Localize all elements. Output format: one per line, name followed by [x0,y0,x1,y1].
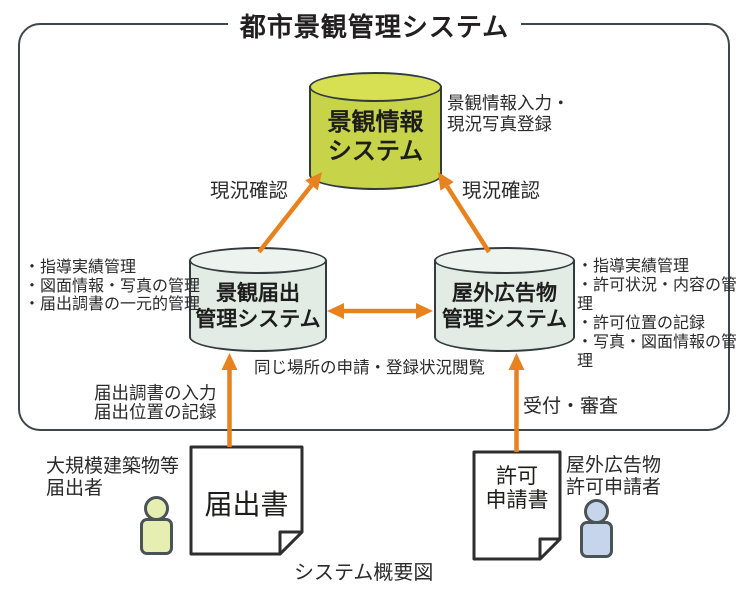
applicant-person-icon [576,499,616,558]
notification-system-features: ・指導実績管理 ・図面情報・写真の管理 ・届出調書の一元的管理 [24,257,201,314]
diagram-title-text: 都市景観管理システム [227,7,522,44]
landscape-info-system-label: 景観情報 システム [327,108,424,165]
status-check-label-right: 現況確認 [462,179,541,202]
cylinder-top [434,247,575,274]
status-check-label-left: 現況確認 [210,179,289,202]
diagram-title: 都市景観管理システム [0,7,749,44]
document-shape [189,445,304,556]
person-body [579,521,613,558]
cylinder-body [309,86,442,190]
reception-review-label: 受付・審査 [523,395,619,417]
feature-item: ・指導実績管理 [24,257,137,276]
permit-application-document: 許可 申請書 [472,450,562,561]
notifier-label: 大規模建築物等 届出者 [46,455,180,499]
outdoor-ad-system-db: 屋外広告物 管理システム [434,247,575,352]
cylinder-top [309,72,442,102]
person-body [139,518,173,555]
ad-system-features: ・指導実績管理 ・許可状況・内容の管理 ・許可位置の記録 ・写真・図面情報の管理 [577,256,749,370]
feature-item: ・許可状況・内容の管理 [577,275,738,313]
feature-item: ・指導実績管理 [577,256,690,275]
notification-input-label: 届出調書の入力 届出位置の記録 [94,384,217,423]
document-shape [472,450,562,561]
feature-item: ・写真・図面情報の管理 [577,332,738,370]
landscape-notification-system-db: 景観届出 管理システム [189,247,327,352]
permit-application-document-label: 許可 申請書 [485,464,549,512]
info-system-note: 景観情報入力・ 現況写真登録 [447,94,570,135]
notification-document: 届出書 [189,445,304,556]
landscape-notification-system-label: 景観届出 管理システム [195,281,321,331]
landscape-info-system-db: 景観情報 システム [309,72,442,190]
feature-item: ・許可位置の記録 [577,313,706,332]
cylinder-body [434,260,575,352]
applicant-label: 屋外広告物 許可申請者 [566,454,662,498]
diagram-caption: システム概要図 [294,560,434,584]
feature-item: ・届出調書の一元的管理 [24,294,201,313]
outdoor-ad-system-label: 屋外広告物 管理システム [441,281,568,331]
notifier-person-icon [136,496,176,555]
shared-view-label: 同じ場所の申請・登録状況閲覧 [254,358,485,377]
cylinder-top [189,247,327,274]
notification-document-label: 届出書 [204,488,289,521]
cylinder-body [189,260,327,352]
feature-item: ・図面情報・写真の管理 [24,275,201,295]
